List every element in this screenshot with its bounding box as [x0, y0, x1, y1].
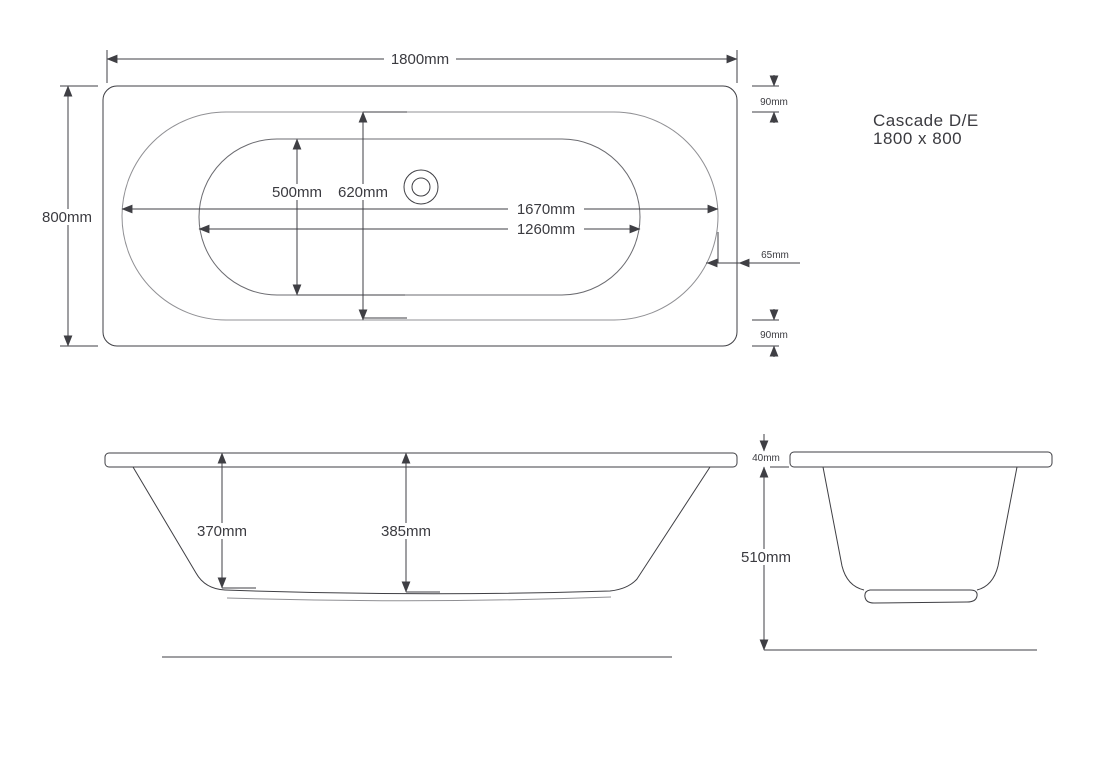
plan-outer-rim	[102, 85, 738, 347]
side-rim-bar	[104, 452, 738, 468]
product-size: 1800 x 800	[873, 129, 962, 148]
dim-rim-thickness: 40mm	[752, 434, 789, 468]
dim-label-basin-width: 500mm	[272, 184, 322, 201]
dim-rim-opening-length: 1670mm	[121, 201, 719, 218]
title-block: Cascade D/E 1800 x 800	[873, 111, 979, 148]
end-left-wall	[822, 466, 865, 591]
end-right-wall	[976, 466, 1018, 591]
end-rim-bar	[789, 451, 1053, 468]
dim-label-depth-at-end: 370mm	[197, 523, 247, 540]
product-name: Cascade D/E	[873, 111, 979, 130]
dim-basin-width: 500mm	[269, 138, 405, 296]
dim-rim-bottom: 90mm	[752, 309, 788, 357]
plan-view: 1800mm 800mm 500mm 620mm	[39, 50, 800, 357]
dim-label-basin-length: 1260mm	[517, 221, 575, 238]
plan-rim-inner-edge	[121, 111, 719, 321]
dim-label-rim-bottom: 90mm	[760, 330, 788, 341]
drain-outer-circle	[403, 169, 439, 205]
dim-label-depth-at-centre: 385mm	[381, 523, 431, 540]
dim-basin-length: 1260mm	[198, 221, 641, 238]
dim-depth-at-end: 370mm	[194, 452, 256, 589]
dim-label-overall-height: 510mm	[741, 549, 791, 566]
end-elevation-view: 40mm 510mm	[737, 434, 1053, 651]
dim-rim-end: 65mm	[706, 232, 800, 268]
side-tub-base-line	[226, 596, 612, 602]
dim-label-rim-end: 65mm	[761, 250, 789, 261]
dim-label-rim-opening-width: 620mm	[338, 184, 388, 201]
dim-rim-top: 90mm	[752, 75, 788, 123]
dim-label-rim-opening-length: 1670mm	[517, 201, 575, 218]
dim-label-rim-thickness: 40mm	[752, 453, 780, 464]
dim-overall-length: 1800mm	[106, 50, 738, 83]
side-elevation-view: 370mm 385mm	[104, 452, 738, 658]
dim-label-overall-length: 1800mm	[391, 51, 449, 68]
drain-inner-circle	[411, 177, 431, 197]
dim-overall-height: 510mm	[737, 466, 795, 651]
dim-overall-width: 800mm	[39, 85, 98, 347]
dim-depth-at-centre: 385mm	[378, 452, 440, 593]
plan-basin-floor-edge	[198, 138, 641, 296]
dim-label-overall-width: 800mm	[42, 209, 92, 226]
side-tub-profile	[132, 466, 711, 595]
dim-rim-opening-width: 620mm	[335, 111, 407, 321]
dim-label-rim-top: 90mm	[760, 97, 788, 108]
end-base-pad	[864, 589, 978, 604]
